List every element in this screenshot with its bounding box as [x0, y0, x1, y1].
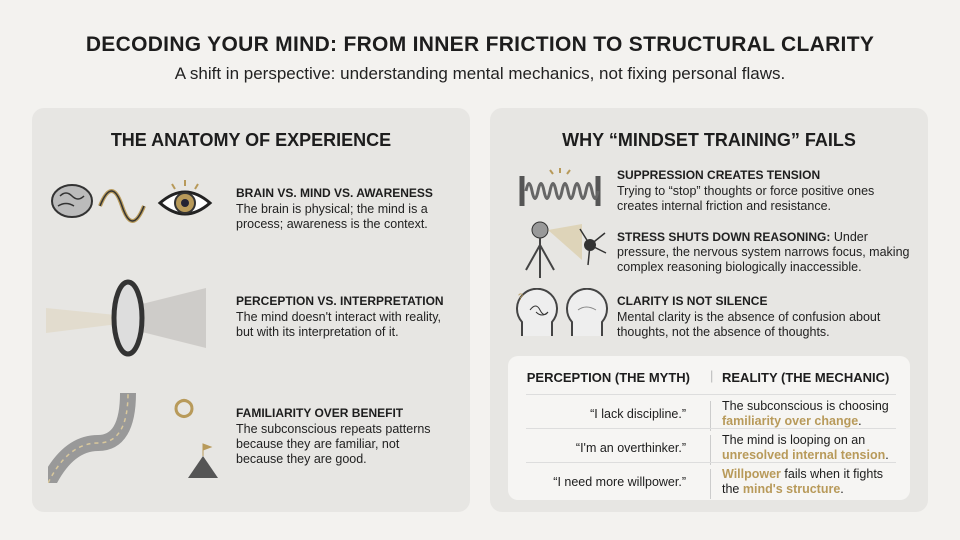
reality-highlight: mind's structure — [742, 482, 841, 496]
table-row: “I need more willpower.” Willpower fails… — [526, 462, 896, 504]
reality-cell: The mind is looping on an unresolved int… — [722, 433, 902, 463]
table-row: “I'm an overthinker.” The mind is loopin… — [526, 428, 896, 470]
divider — [710, 435, 711, 465]
item-body: The subconscious repeats patterns becaus… — [236, 422, 431, 466]
table-row: “I lack discipline.” The subconscious is… — [526, 394, 896, 436]
item-body: STRESS SHUTS DOWN REASONING: Under press… — [617, 230, 917, 275]
myth-cell: “I'm an overthinker.” — [575, 441, 686, 455]
panel-title: WHY “MINDSET TRAINING” FAILS — [562, 130, 856, 150]
item-heading: PERCEPTION VS. INTERPRETATION — [236, 294, 444, 308]
reality-highlight: familiarity over change — [722, 414, 859, 428]
reality-cell: The subconscious is choosing familiarity… — [722, 399, 902, 429]
item-body: The brain is physical; the mind is a pro… — [236, 202, 428, 231]
item-brain-mind-awareness: BRAIN VS. MIND VS. AWARENESS The brain i… — [236, 186, 436, 232]
page-subtitle: A shift in perspective: understanding me… — [174, 64, 786, 83]
reality-highlight: Willpower — [722, 467, 781, 481]
anatomy-panel: THE ANATOMY OF EXPERIENCE BRAIN VS. MIND… — [32, 108, 470, 512]
reality-text: . — [858, 414, 862, 428]
reality-text: The mind is looping on an — [722, 433, 866, 447]
item-stress: STRESS SHUTS DOWN REASONING: Under press… — [617, 230, 917, 275]
myth-cell: “I need more willpower.” — [553, 475, 686, 489]
item-heading: STRESS SHUTS DOWN REASONING: — [617, 230, 831, 244]
item-clarity: CLARITY IS NOT SILENCE Mental clarity is… — [617, 294, 912, 340]
item-suppression: SUPPRESSION CREATES TENSION Trying to “s… — [617, 168, 907, 214]
head-clarity-icon: ? — [516, 288, 608, 336]
reality-cell: Willpower fails when it fights the mind'… — [722, 467, 902, 497]
item-perception-interpretation: PERCEPTION VS. INTERPRETATION The mind d… — [236, 294, 446, 340]
item-heading: CLARITY IS NOT SILENCE — [617, 294, 768, 308]
item-body: Mental clarity is the absence of confusi… — [617, 310, 881, 339]
column-header-reality: REALITY (THE MECHANIC) — [722, 370, 890, 385]
header-divider: | — [710, 368, 714, 383]
panel-title: THE ANATOMY OF EXPERIENCE — [110, 130, 392, 150]
item-heading: SUPPRESSION CREATES TENSION — [617, 168, 821, 182]
mindset-panel: WHY “MINDSET TRAINING” FAILS SUPPRESSION… — [490, 108, 928, 512]
item-heading: BRAIN VS. MIND VS. AWARENESS — [236, 186, 433, 200]
item-body-text: Under pressure, the nervous system narro… — [617, 230, 910, 274]
reality-text: fails when it fights the — [722, 467, 884, 496]
reality-text: The subconscious is choosing — [722, 399, 889, 413]
divider — [710, 469, 711, 499]
page-title: DECODING YOUR MIND: FROM INNER FRICTION … — [85, 33, 875, 56]
nervous-system-icon — [525, 221, 607, 278]
reality-text: . — [840, 482, 844, 496]
myth-vs-reality-table: PERCEPTION (THE MYTH) | REALITY (THE MEC… — [508, 356, 910, 500]
brain-wave-eye-icon — [51, 180, 213, 223]
reality-highlight: unresolved internal tension — [722, 448, 886, 462]
spring-icon — [519, 168, 601, 206]
myth-cell: “I lack discipline.” — [590, 407, 686, 421]
divider — [710, 401, 711, 431]
reality-text: . — [885, 448, 889, 462]
path-loop-icon — [48, 392, 218, 483]
column-header-perception: PERCEPTION (THE MYTH) — [526, 370, 690, 385]
item-body: Trying to “stop” thoughts or force posit… — [617, 184, 875, 213]
svg-text:?: ? — [518, 292, 523, 302]
lens-icon — [46, 279, 206, 357]
item-heading: FAMILIARITY OVER BENEFIT — [236, 406, 404, 420]
item-body: The mind doesn't interact with reality, … — [236, 310, 442, 339]
item-familiarity-over-benefit: FAMILIARITY OVER BENEFIT The subconsciou… — [236, 406, 436, 467]
